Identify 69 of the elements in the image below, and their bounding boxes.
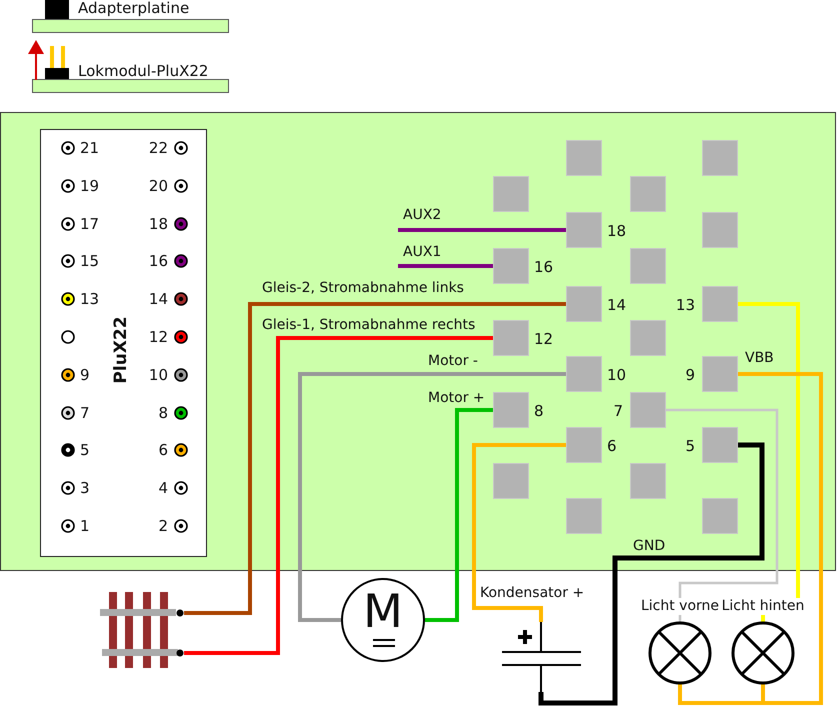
connector-pad — [566, 498, 602, 534]
pin-number: 13 — [80, 290, 100, 308]
pin-number: 14 — [607, 296, 626, 314]
pin-number: 14 — [148, 290, 168, 308]
pin-number: 18 — [148, 214, 168, 233]
pin-number: 19 — [80, 176, 100, 195]
wire — [425, 408, 493, 622]
connector-pad — [566, 140, 602, 176]
edge-label: AUX1 — [403, 244, 442, 260]
pin-number: 5 — [80, 441, 90, 460]
edge-label: GND — [633, 538, 666, 554]
pin-number: 6 — [607, 437, 617, 455]
pin-number: 1 — [80, 517, 90, 535]
board-label: Lokmodul-PluX22 — [78, 63, 208, 79]
edge-label: Motor + — [428, 390, 485, 406]
wire — [298, 372, 566, 622]
connector-pad — [493, 463, 529, 499]
connector-title: PluX22 — [111, 316, 131, 384]
pin-number: 12 — [148, 328, 168, 346]
pin-number: 17 — [80, 214, 100, 233]
pin-number: 9 — [685, 366, 695, 384]
wire — [666, 408, 778, 623]
connector-pad — [702, 498, 738, 534]
pin-number: 22 — [148, 139, 168, 157]
connector-pad — [702, 140, 738, 176]
wire — [738, 302, 800, 623]
pin-number: 12 — [534, 330, 554, 348]
pin-number: 13 — [676, 296, 695, 314]
pin-number: 8 — [158, 404, 168, 422]
wire — [184, 336, 493, 655]
wire — [538, 442, 764, 706]
edge-label: Kondensator + — [480, 585, 584, 601]
pin-number: 15 — [80, 252, 100, 270]
pin-number: 9 — [80, 366, 90, 384]
board-label: Adapterplatine — [78, 0, 190, 16]
connector-pad — [702, 212, 738, 248]
edge-label: Gleis-1, Stromabnahme rechts — [262, 317, 476, 333]
pin-number: 7 — [613, 402, 623, 420]
connector-pad — [630, 248, 666, 284]
pin-number: 5 — [685, 437, 695, 455]
pin-number: 16 — [148, 252, 168, 270]
pin-number: 16 — [534, 258, 554, 276]
pin-number: 4 — [158, 479, 168, 498]
pin-number: 3 — [80, 479, 90, 498]
wire — [184, 302, 566, 615]
connector-pad — [630, 320, 666, 356]
pin-number: 10 — [607, 366, 626, 384]
edge-label: VBB — [745, 350, 774, 366]
motor-letter: M — [362, 586, 404, 636]
pin-number: 2 — [158, 517, 168, 535]
connector-pad — [630, 176, 666, 212]
pin-number: 21 — [80, 139, 100, 157]
pin-number: 6 — [158, 441, 168, 460]
connector-panel — [40, 129, 207, 557]
pin-number: 18 — [607, 222, 626, 240]
edge-label: Gleis-2, Stromabnahme links — [262, 280, 464, 296]
connector-pad — [630, 463, 666, 499]
pin-number: 20 — [148, 176, 168, 195]
lamp-label: Licht vorne — [640, 598, 720, 615]
pin-number: 7 — [80, 404, 90, 422]
edge-label: Motor - — [428, 353, 478, 369]
wire — [398, 264, 493, 268]
connector-pad — [493, 176, 529, 212]
pin-number: 10 — [148, 366, 168, 384]
pin-number: 8 — [534, 402, 544, 420]
lamp-label: Licht hinten — [720, 598, 806, 615]
wire — [472, 443, 566, 622]
edge-label: AUX2 — [403, 207, 442, 223]
wire — [398, 228, 566, 232]
